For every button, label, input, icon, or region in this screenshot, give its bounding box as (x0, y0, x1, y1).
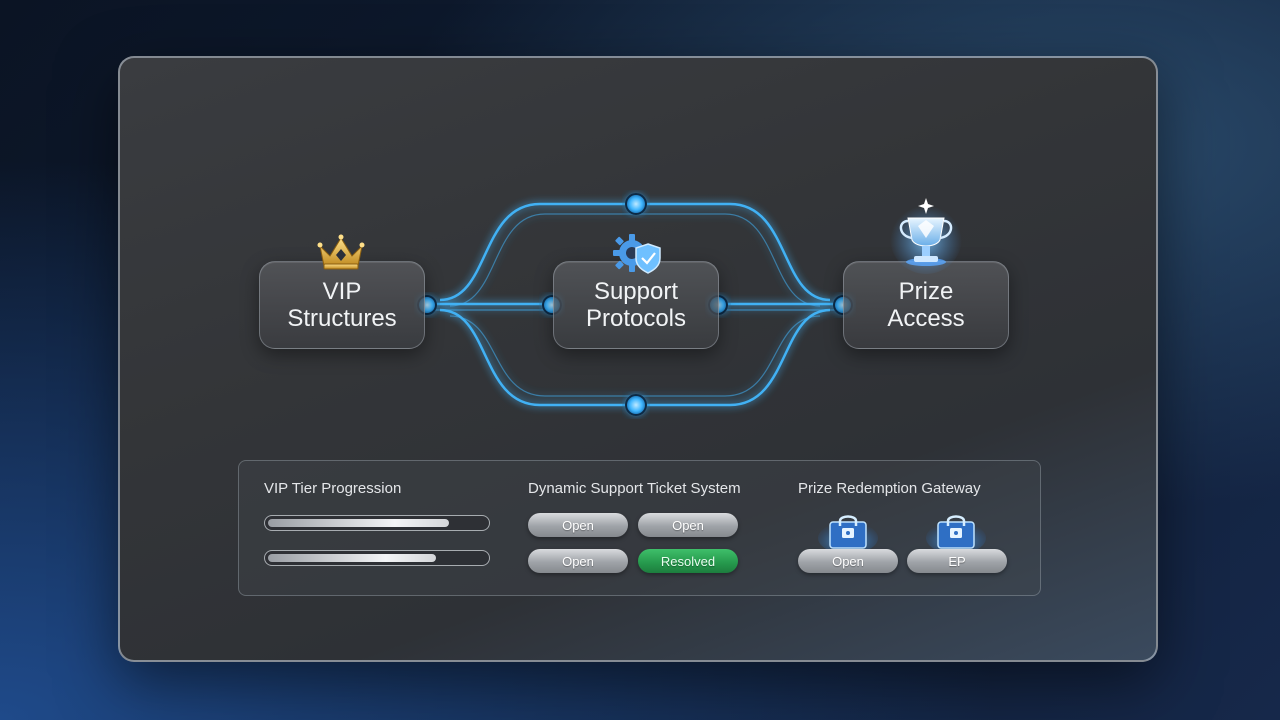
vip-progress-fill-1 (268, 519, 449, 527)
vip-progress-bar-1 (264, 515, 490, 531)
trophy-icon (890, 198, 962, 274)
gear-shield-icon (613, 234, 661, 274)
ticket-status-resolved[interactable]: Resolved (638, 549, 738, 573)
vip-progress-fill-2 (268, 554, 436, 562)
vip-tier-title: VIP Tier Progression (264, 480, 402, 497)
lock-chest-icon (818, 515, 878, 552)
node-prize-access[interactable]: Prize Access (843, 261, 1009, 349)
node-prize-label: Prize Access (887, 278, 965, 332)
crown-icon (317, 234, 365, 270)
vip-progress-bar-2 (264, 550, 490, 566)
node-support-label: Support Protocols (585, 278, 687, 332)
node-support-protocols[interactable]: Support Protocols (553, 261, 719, 349)
prize-redeem-button-1[interactable]: Open (798, 549, 898, 573)
tickets-title: Dynamic Support Ticket System (528, 480, 741, 497)
ticket-status-1[interactable]: Open (528, 513, 628, 537)
ticket-status-3[interactable]: Open (528, 549, 628, 573)
node-vip-label: VIP Structures (287, 278, 397, 332)
lock-chest-icon (926, 515, 986, 552)
ticket-status-2[interactable]: Open (638, 513, 738, 537)
prizes-title: Prize Redemption Gateway (798, 480, 981, 497)
prize-redeem-button-2[interactable]: EP (907, 549, 1007, 573)
node-vip-structures[interactable]: VIP Structures (259, 261, 425, 349)
